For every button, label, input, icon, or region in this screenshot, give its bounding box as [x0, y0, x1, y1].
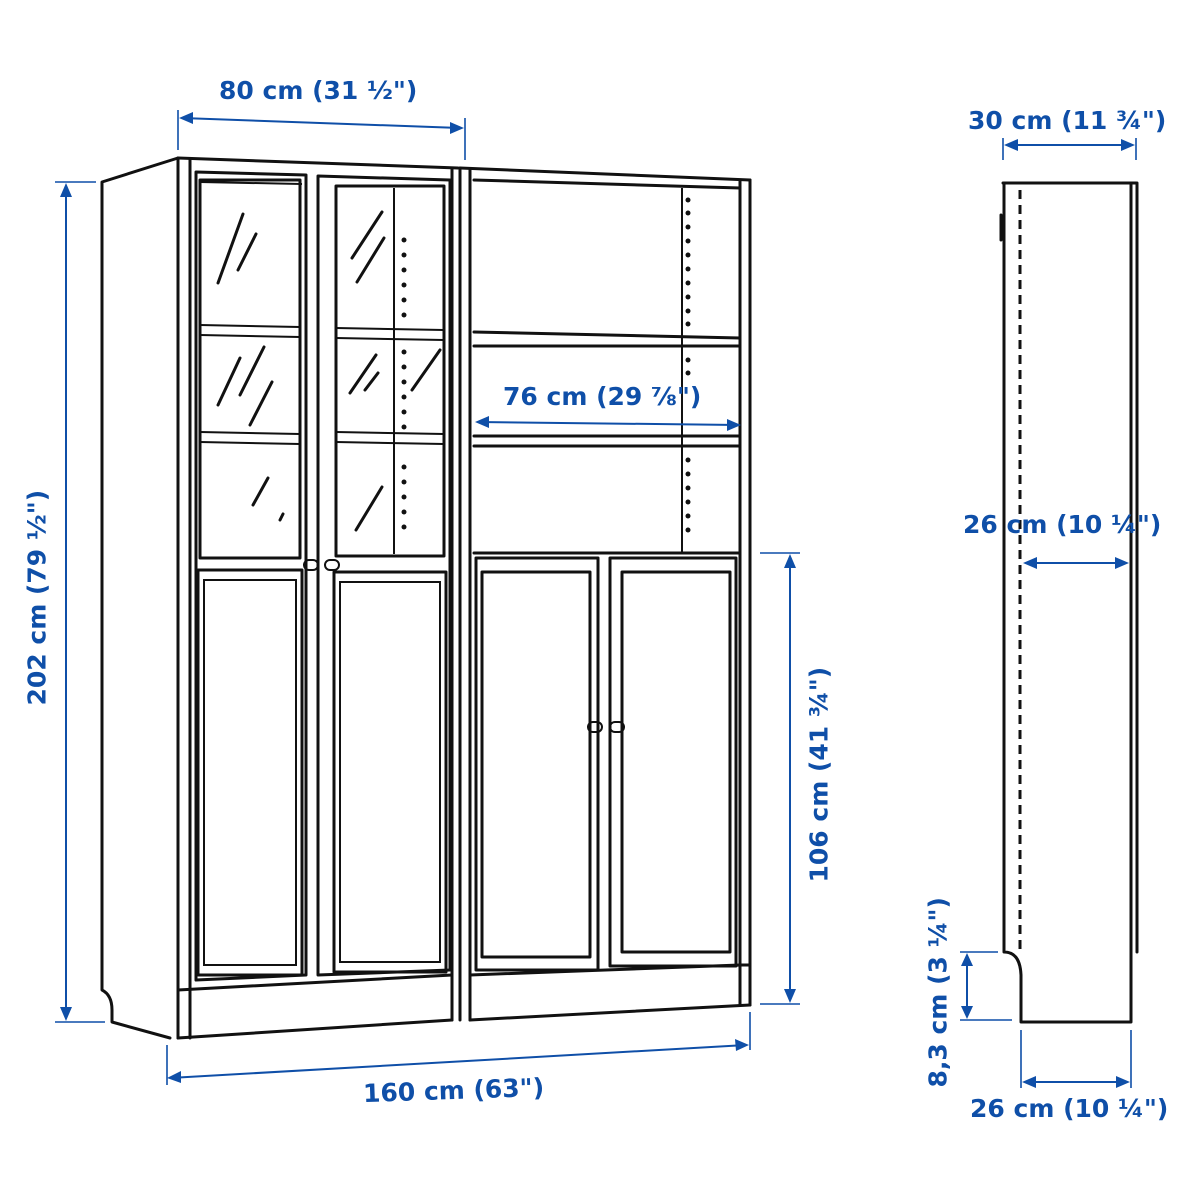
side-dimension-lines: [960, 138, 1137, 1088]
door-knob: [303, 559, 319, 571]
dimension-section-width: 80 cm (31 ½"): [219, 76, 418, 105]
dimension-total-height: 202 cm (79 ½"): [22, 489, 52, 706]
dimension-base-depth: 26 cm (10 ¼"): [970, 1094, 1169, 1123]
shelf-pin-holes-left: [401, 237, 407, 530]
dimension-plinth-height: 8,3 cm (3 ¼"): [923, 897, 953, 1088]
panel-door-left: [474, 556, 600, 972]
dimension-inner-width: 76 cm (29 ⅞"): [503, 382, 702, 411]
front-dimension-lines: [55, 110, 800, 1085]
door-knob: [324, 559, 340, 571]
open-shelf-section: [472, 178, 742, 555]
dimension-total-width: 160 cm (63"): [362, 1072, 545, 1109]
panel-door-right: [608, 556, 738, 968]
dimension-inner-depth: 26 cm (10 ¼"): [963, 510, 1162, 539]
dimension-lower-cabinet-height: 106 cm (41 ¾"): [804, 666, 834, 883]
door-knob: [609, 721, 625, 733]
side-view-bookcase: [999, 181, 1139, 1024]
glass-door-right: [316, 174, 452, 977]
dimension-total-depth: 30 cm (11 ¾"): [968, 106, 1167, 135]
glass-door-left: [194, 170, 308, 982]
front-view-bookcase: [100, 156, 752, 1040]
shelf-pin-holes-right: [685, 197, 691, 533]
door-knob: [587, 721, 603, 733]
